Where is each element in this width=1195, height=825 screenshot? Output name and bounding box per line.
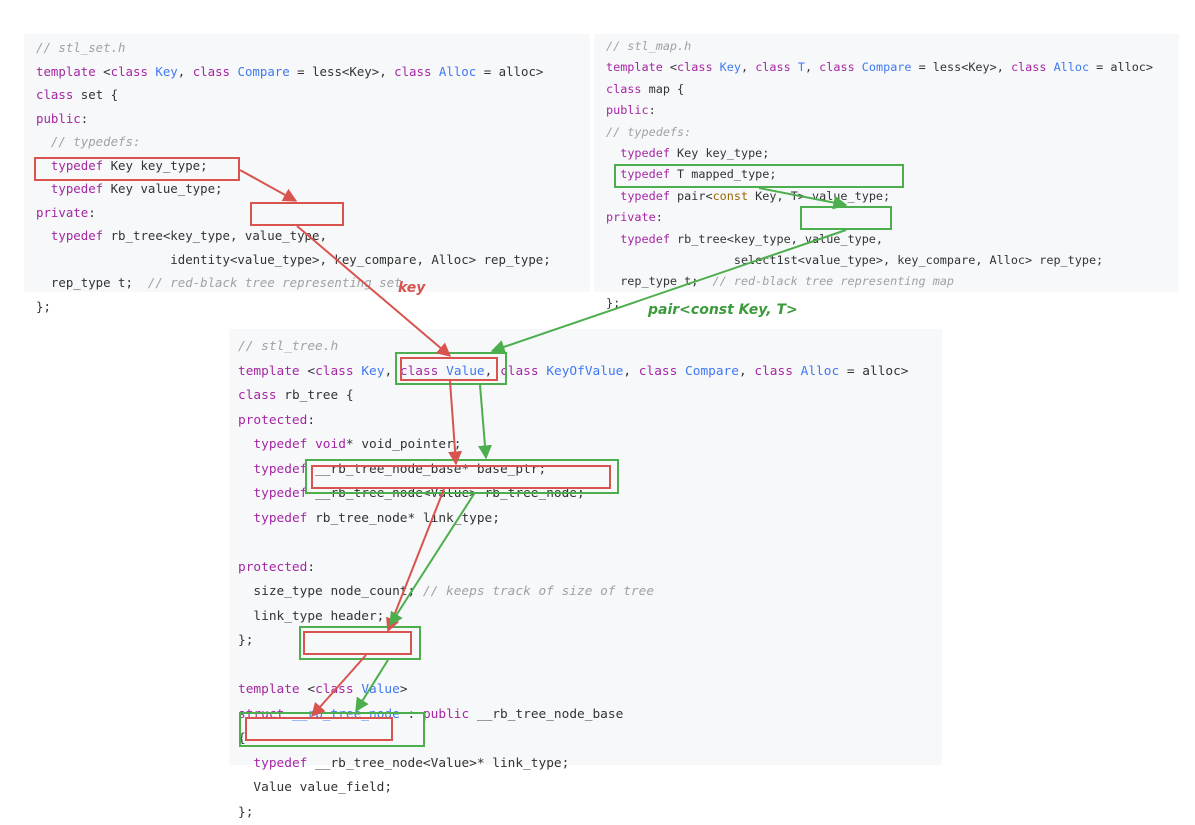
set-value-type-to-rb-tree-arrow (240, 170, 296, 201)
code-token: }; (238, 805, 253, 820)
map-value-type-to-rb-tree-arrow (759, 188, 846, 205)
node-to-template-green-arrow (390, 494, 474, 625)
tree-value-to-node-red-arrow (450, 381, 456, 464)
template-to-value-field-green-arrow (356, 660, 388, 711)
type-flow-arrows (0, 0, 1195, 779)
code-token: Value value_field; (238, 780, 392, 795)
code-line: Value value_field; (238, 776, 909, 801)
tree-value-to-node-green-arrow (480, 385, 486, 458)
set-key-to-tree-value-arrow (297, 226, 450, 356)
code-line: }; (238, 801, 909, 825)
node-to-template-red-arrow (388, 489, 444, 631)
key-arrow-label: key (398, 280, 425, 296)
pair-arrow-label: pair<const Key, T> (648, 302, 798, 318)
map-pair-to-tree-value-arrow (492, 230, 846, 351)
